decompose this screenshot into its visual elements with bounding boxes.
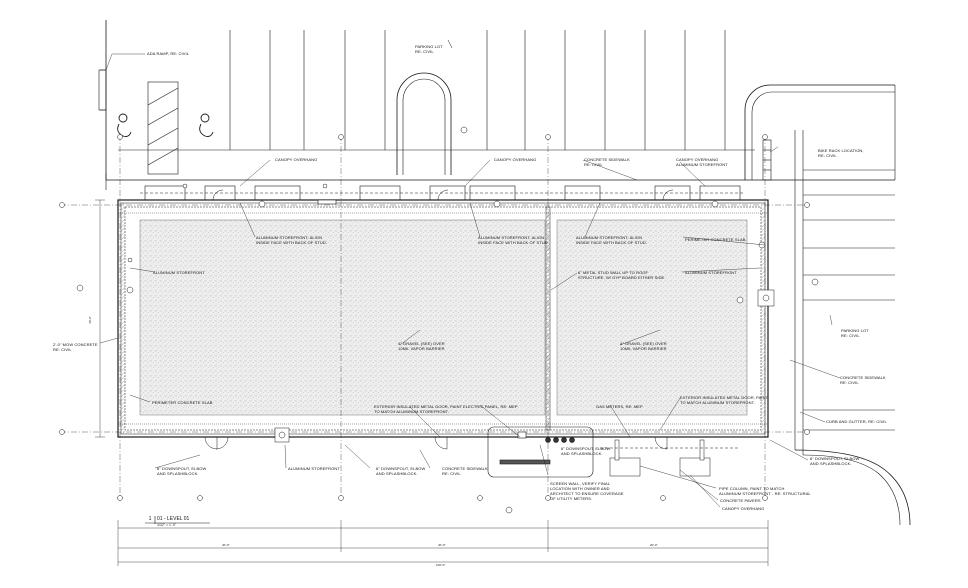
north-arrow-icon	[447, 39, 453, 49]
dimension-sub-2: 40'-0"	[438, 543, 446, 547]
label-screen-wall: SCREEN WALL, VERIFY FINAL LOCATION WITH …	[550, 481, 624, 501]
label-downspout-1: 6" DOWNSPOUT, ELBOW AND SPLASHBLOCK.	[157, 466, 207, 476]
label-canopy-overhang-3: CANOPY OVERHANG ALUMINUM STOREFRONT	[676, 157, 728, 167]
canopy-bottom-right	[600, 439, 740, 477]
label-perimeter-slab-bottom: PERIMETER CONCRETE SLAB	[152, 400, 213, 405]
bike-rack-icon	[762, 139, 772, 181]
label-alum-storefront-align-3: ALUMINUM STOREFRONT, ALIGN INSIDE FACE W…	[576, 235, 648, 245]
ada-access-aisle	[147, 81, 179, 175]
storefront-bays-top	[140, 185, 745, 205]
label-bike-rack: BIKE RACK LOCATION, RE: CIVIL	[818, 148, 864, 158]
curb-bottom-right	[794, 449, 911, 526]
label-concrete-sidewalk-right: CONCRETE SIDEWALK RE: CIVIL	[840, 375, 886, 385]
label-parking-lot-top: PARKING LOT RE: CIVIL	[415, 44, 443, 54]
label-metal-stud-wall: 6" METAL STUD WALL UP TO ROOF STRUCTURE,…	[578, 270, 666, 280]
label-alum-storefront-align-2: ALUMINUM STOREFRONT, ALIGN INSIDE FACE W…	[478, 235, 550, 245]
label-alum-storefront-align-1: ALUMINUM STOREFRONT, ALIGN INSIDE FACE W…	[256, 235, 328, 245]
screen-wall	[487, 426, 594, 478]
label-electric-panel: ELECTRIC PANEL, RE: MEP	[463, 404, 518, 409]
label-mow-concrete: 2'-0" MOW CONCRETE RE: CIVIL	[53, 342, 98, 352]
dimension-overall: 100'-0"	[436, 563, 446, 567]
parking-stalls-top	[118, 30, 755, 151]
label-downspout-4: 6" DOWNSPOUT, ELBOW AND SPLASHBLOCK.	[810, 456, 860, 466]
label-parking-lot-right: PARKING LOT RE: CIVIL	[841, 328, 869, 338]
landscape-island-top	[396, 72, 452, 175]
label-downspout-3: 6" DOWNSPOUT, ELBOW AND SPLASHBLOCK.	[561, 446, 611, 456]
parking-stalls-right	[794, 130, 895, 455]
dimension-sub-1: 40'-0"	[222, 543, 230, 547]
view-name: 01 - LEVEL 01	[157, 516, 190, 522]
label-alum-storefront-right: ALUMINUM STOREFRONT	[685, 270, 737, 275]
label-concrete-sidewalk-bottom: CONCRETE SIDEWALK RE: CIVIL	[442, 466, 488, 476]
building-footprint	[117, 199, 769, 438]
label-gravel-2: 4" GRAVEL (SEE) OVER 10MIL VAPOR BARRIER	[620, 341, 667, 351]
landscape-island-right	[744, 84, 895, 180]
leader-lines	[99, 53, 841, 508]
label-downspout-2: 6" DOWNSPOUT, ELBOW AND SPLASHBLOCK.	[376, 466, 426, 476]
label-gravel-1: 4" GRAVEL (SEE) OVER 10MIL VAPOR BARRIER	[398, 341, 445, 351]
dimension-lines	[95, 199, 769, 566]
label-canopy-overhang-2: CANOPY OVERHANG	[494, 157, 537, 162]
dimension-sub-3: 20'-0"	[650, 543, 658, 547]
label-pipe-column: PIPE COLUMN, PAINT TO MATCH ALUMINUM STO…	[719, 486, 811, 496]
view-scale: 3/32" = 1'-0"	[157, 523, 177, 527]
entry-doors-top	[212, 189, 719, 208]
slab-area-left	[139, 219, 546, 416]
ada-ramp	[98, 69, 107, 111]
view-number: 1	[148, 516, 152, 522]
label-concrete-sidewalk-top: CONCRETE SIDEWALK RE: CIVIL	[584, 157, 630, 167]
dimension-height: 40'-0"	[87, 316, 92, 324]
grid-bubbles	[59, 134, 810, 501]
entry-doors-bottom	[126, 241, 775, 450]
label-curb-gutter: CURB AND GUTTER, RE: CIVIL	[826, 419, 887, 424]
label-gas-meters: GAS METERS, RE: MEP	[596, 404, 643, 409]
label-metal-door-2: EXTERIOR INSULATED METAL DOOR, PAINT TO …	[680, 395, 769, 405]
accessible-parking-icon	[117, 113, 214, 137]
label-alum-storefront-bottom: ALUMINUM STOREFRONT	[288, 466, 340, 471]
label-alum-storefront-left: ALUMINUM STOREFRONT	[153, 270, 205, 275]
label-metal-door-1: EXTERIOR INSULATED METAL DOOR, PAINT TO …	[374, 404, 463, 414]
view-title-marker	[145, 516, 210, 524]
label-ada-ramp: ADA RAMP, RE: CIVIL	[147, 51, 190, 56]
label-perimeter-slab-top: PERIMETER CONCRETE SLAB	[685, 237, 746, 242]
section-markers	[76, 126, 819, 514]
label-canopy-overhang-1: CANOPY OVERHANG	[275, 157, 318, 162]
label-concrete-pavers: CONCRETE PAVERS	[720, 498, 761, 503]
label-canopy-overhang-4: CANOPY OVERHANG	[722, 506, 765, 511]
slab-area-right	[556, 219, 748, 416]
